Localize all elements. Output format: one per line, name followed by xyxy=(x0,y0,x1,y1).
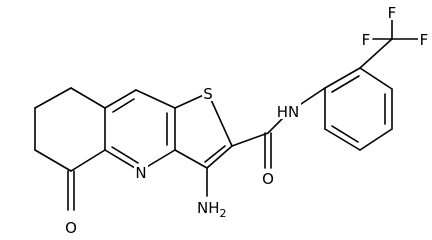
ketone-oxygen-label: O xyxy=(65,219,77,236)
atom-label-fluorine-right: F xyxy=(418,31,430,49)
nitrogen-label: N xyxy=(135,164,146,182)
atom-label-ketone-oxygen: O xyxy=(64,219,78,236)
fluorine-right-label: F xyxy=(420,31,429,49)
amino-subscript-text: 2 xyxy=(220,207,227,220)
atom-label-fluorine-top: F xyxy=(386,4,398,22)
atom-label-amide-oxygen: O xyxy=(261,170,275,188)
phenyl-ring xyxy=(294,67,393,151)
amino-nh-text: NH xyxy=(197,199,220,217)
amide-nh-label: HN xyxy=(277,103,300,121)
sulfur-label: S xyxy=(203,85,213,103)
trifluoromethyl-group xyxy=(359,19,419,69)
atom-label-nitrogen: N xyxy=(134,164,148,182)
pyridine-ring xyxy=(104,89,176,172)
amino-label: NH2 xyxy=(197,199,227,220)
ketone-double-bond xyxy=(67,170,75,211)
fluorine-left-label: F xyxy=(362,31,371,49)
amide-group xyxy=(231,117,284,169)
atom-label-fluorine-left: F xyxy=(360,31,372,49)
atom-label-amide-nh: HN xyxy=(275,103,301,121)
atom-label-amino: NH2 xyxy=(196,198,227,220)
thiophene-ring xyxy=(174,92,233,169)
fluorine-top-label: F xyxy=(388,4,397,22)
amide-oxygen-label: O xyxy=(262,170,274,188)
atom-label-sulfur: S xyxy=(202,85,215,103)
cyclohexanone-ring xyxy=(34,87,106,172)
